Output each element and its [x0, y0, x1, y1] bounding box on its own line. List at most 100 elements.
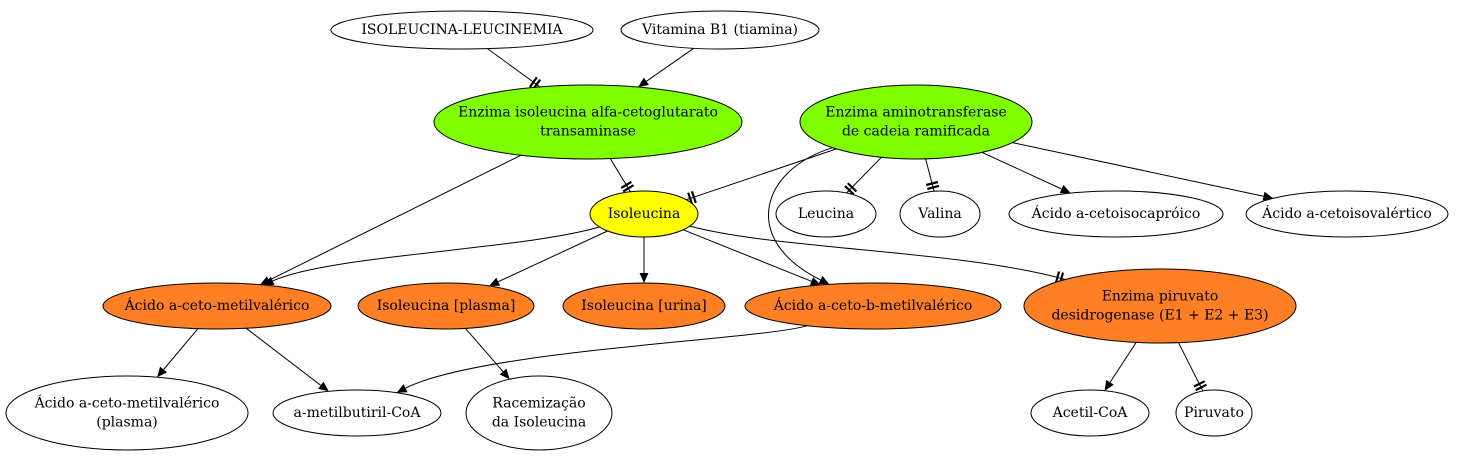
edge-enzima-transaminase-to-acido-ceto-metilvalerico [260, 154, 522, 285]
edge-vitamina-b1-to-enzima-transaminase [638, 47, 694, 87]
node-label: a-metilbutiril-CoA [294, 405, 422, 421]
edge-isoleucina-to-acido-ceto-metilvalerico [263, 226, 600, 285]
edge-isoleucina-to-acido-ceto-b-metilvalerico [683, 229, 821, 286]
node-leucina: Leucina [775, 190, 877, 238]
node-acido-cetoisocaproico: Ácido a-cetoisocapróico [1008, 190, 1224, 238]
node-label: Racemização [492, 396, 585, 412]
node-label: de cadeia ramificada [842, 124, 990, 140]
node-ellipse [465, 375, 613, 451]
edge-line [465, 328, 504, 372]
node-ellipse [102, 282, 332, 330]
node-label: Enzima isoleucina alfa-cetoglutarato [458, 105, 718, 121]
arrowhead [639, 273, 649, 283]
edge-line [272, 226, 600, 282]
tee-bar [690, 191, 697, 204]
edge-line [689, 225, 1066, 280]
node-isoleucina-leucinemia: ISOLEUCINA-LEUCINEMIA [330, 10, 594, 50]
node-label: desidrogenase (E1 + E2 + E3) [1051, 308, 1268, 324]
arrowhead [1262, 191, 1274, 201]
node-label: Isoleucina [plasma] [377, 298, 516, 314]
tee-bar [925, 180, 939, 187]
tee-bar [529, 76, 538, 88]
node-ellipse [1245, 190, 1449, 238]
edge-acido-ceto-b-metilvalerico-to-metilbutiril-coa [396, 325, 808, 393]
arrowhead [263, 276, 275, 285]
tee-bar [927, 184, 940, 190]
edge-line [1109, 342, 1137, 383]
edge-line [925, 158, 935, 192]
edge-enzima-aminotransferase-to-acido-cetoisovalertico [1012, 142, 1274, 201]
node-ellipse [799, 84, 1033, 160]
edge-isoleucina-plasma-to-racemizacao [465, 328, 510, 380]
tee-bar [847, 182, 858, 193]
edge-line [268, 154, 522, 281]
arrowhead [818, 275, 830, 285]
edge-isoleucina-leucinemia-to-enzima-transaminase [487, 48, 542, 90]
edge-line [405, 325, 808, 389]
node-ellipse [5, 375, 249, 451]
edge-acido-ceto-metilvalerico-to-metilbutiril-coa [245, 327, 329, 392]
node-layer: ISOLEUCINA-LEUCINEMIA Vitamina B1 (tiamin… [5, 10, 1449, 451]
edge-line [646, 47, 694, 82]
node-label: (plasma) [96, 415, 158, 431]
edge-enzima-aminotransferase-to-leucina [844, 156, 882, 196]
tee-bar [1193, 380, 1206, 388]
node-ellipse [272, 389, 442, 437]
edge-line [768, 147, 833, 281]
node-racemizacao: Racemização da Isoleucina [465, 375, 613, 451]
node-label: Ácido a-ceto-metilvalérico [124, 296, 310, 314]
node-ellipse [1008, 190, 1224, 238]
node-metilbutiril-coa: a-metilbutiril-CoA [272, 389, 442, 437]
node-ellipse [1030, 389, 1150, 437]
node-label: Leucina [798, 206, 854, 222]
node-ellipse [744, 282, 1002, 330]
tee-bar [844, 185, 855, 196]
node-piruvato: Piruvato [1175, 389, 1253, 437]
node-acetil-coa: Acetil-CoA [1030, 389, 1150, 437]
node-label: Isoleucina [608, 206, 681, 222]
node-valina: Valina [899, 190, 981, 238]
edge-line [609, 158, 631, 192]
node-ellipse [330, 10, 594, 50]
node-enzima-aminotransferase: Enzima aminotransferase de cadeia ramific… [799, 84, 1033, 160]
node-label: Valina [917, 206, 962, 222]
edge-line [497, 230, 608, 283]
node-ellipse [562, 282, 726, 330]
node-ellipse [433, 84, 743, 160]
edge-isoleucina-to-isoleucina-urina [639, 237, 649, 283]
node-vitamina-b1: Vitamina B1 (tiamina) [620, 10, 820, 50]
node-ellipse [1175, 389, 1253, 437]
arrowhead [499, 368, 510, 380]
edge-line [1012, 142, 1264, 197]
node-ellipse [775, 190, 877, 238]
arrowhead [489, 277, 501, 286]
edge-enzima-aminotransferase-to-isoleucina [686, 148, 837, 205]
edge-line [686, 148, 837, 201]
tee-bar [622, 184, 635, 193]
node-ellipse [1023, 268, 1297, 344]
node-acido-ceto-metilvalerico-plasma: Ácido a-ceto-metilvalérico(plasma) [5, 375, 249, 451]
edge-isoleucina-to-isoleucina-plasma [489, 230, 608, 286]
edge-enzima-aminotransferase-to-acido-ceto-b-metilvalerico [768, 147, 833, 285]
edge-enzima-aminotransferase-to-valina [925, 158, 940, 192]
tee-bar [620, 180, 632, 189]
edge-layer [157, 47, 1274, 393]
node-label: Vitamina B1 (tiamina) [641, 22, 798, 38]
node-ellipse [589, 190, 699, 238]
edge-enzima-transaminase-to-isoleucina [609, 158, 635, 193]
node-isoleucina-urina: Isoleucina [urina] [562, 282, 726, 330]
node-label: Enzima aminotransferase [825, 105, 1007, 121]
edge-line [487, 48, 541, 88]
node-label: da Isoleucina [492, 415, 586, 431]
arrowhead [318, 381, 329, 392]
node-label: ISOLEUCINA-LEUCINEMIA [361, 22, 563, 38]
edge-line [245, 327, 322, 386]
node-acido-ceto-metilvalerico: Ácido a-ceto-metilvalérico [102, 282, 332, 330]
node-enzima-transaminase: Enzima isoleucina alfa-cetoglutaratotran… [433, 84, 743, 160]
edge-enzima-aminotransferase-to-acido-cetoisocaproico [981, 151, 1071, 194]
node-ellipse [620, 10, 820, 50]
node-acido-cetoisovalertico: Ácido a-cetoisovalértico [1245, 190, 1449, 238]
arrowhead [809, 277, 821, 286]
